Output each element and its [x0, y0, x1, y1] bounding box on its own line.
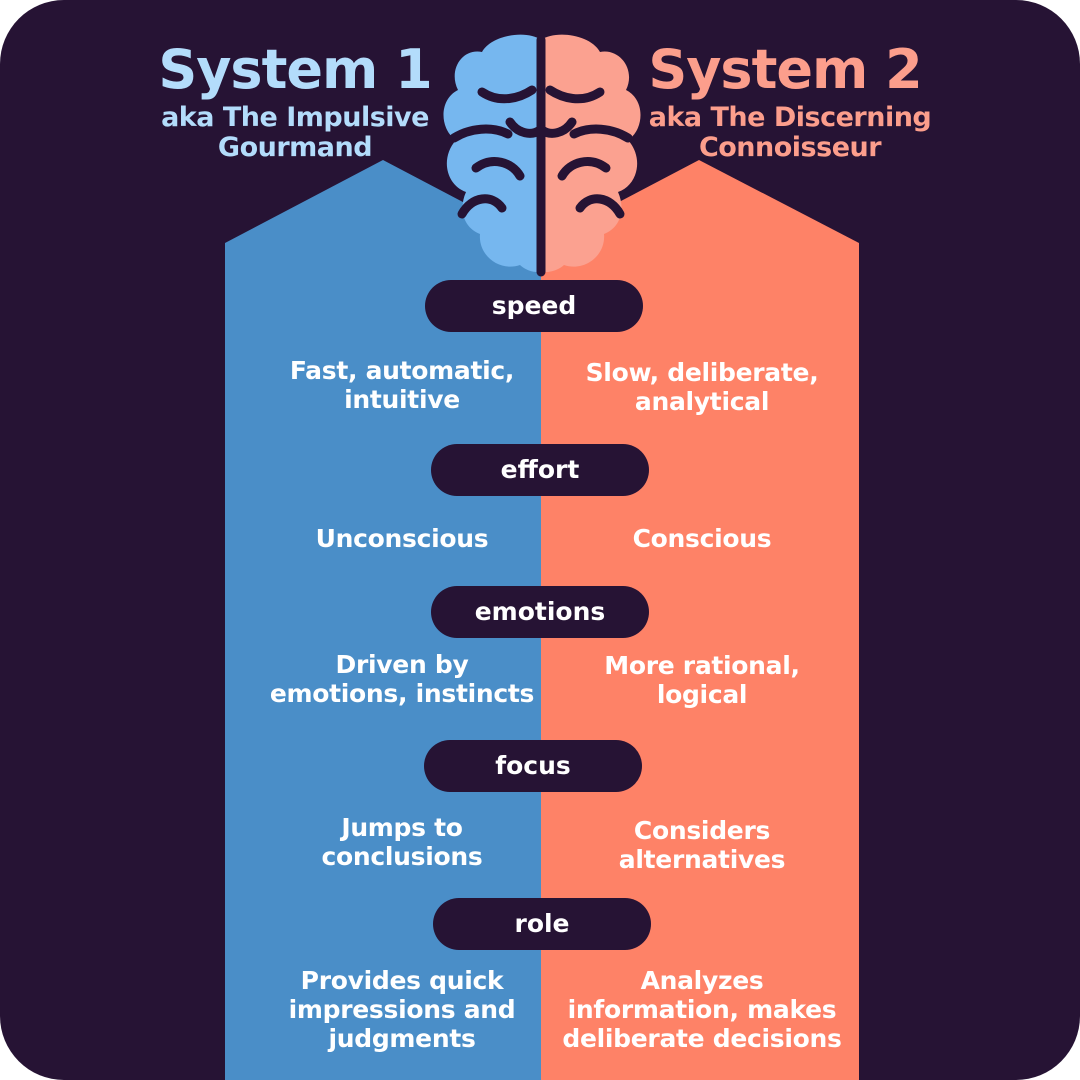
- system2-speed-text: Slow, deliberate, analytical: [552, 358, 852, 416]
- category-pill-speed: speed: [425, 280, 643, 332]
- system2-effort-text: Conscious: [552, 524, 852, 553]
- text-line: Provides quick: [300, 966, 504, 995]
- text-line: analytical: [634, 387, 770, 416]
- text-line: Analyzes: [640, 966, 764, 995]
- system1-column: [225, 160, 541, 1080]
- text-line: deliberate decisions: [562, 1024, 842, 1053]
- text-line: intuitive: [344, 385, 460, 414]
- text-line: More rational,: [604, 651, 800, 680]
- text-line: information, makes: [567, 995, 837, 1024]
- system1-speed-text: Fast, automatic, intuitive: [252, 356, 552, 414]
- system1-subtitle-line: aka The Impulsive: [161, 102, 429, 133]
- text-line: Jumps to: [341, 813, 463, 842]
- system1-subtitle-line: Gourmand: [217, 132, 373, 163]
- text-line: emotions, instincts: [269, 679, 535, 708]
- system2-subtitle-line: aka The Discerning: [648, 102, 932, 133]
- text-line: Fast, automatic,: [289, 356, 515, 385]
- system1-subtitle: aka The Impulsive Gourmand: [150, 103, 440, 163]
- text-line: Unconscious: [315, 524, 489, 553]
- text-line: alternatives: [618, 845, 786, 874]
- text-line: Driven by: [335, 650, 469, 679]
- text-line: Conscious: [632, 524, 772, 553]
- brain-icon: [443, 34, 641, 277]
- text-line: logical: [656, 680, 748, 709]
- text-line: Considers: [633, 816, 771, 845]
- system2-focus-text: Considers alternatives: [552, 816, 852, 874]
- category-pill-effort: effort: [431, 444, 649, 496]
- system2-subtitle-line: Connoisseur: [698, 132, 882, 163]
- system2-role-text: Analyzes information, makes deliberate d…: [552, 966, 852, 1053]
- text-line: judgments: [328, 1024, 476, 1053]
- category-pill-emotions: emotions: [431, 586, 649, 638]
- text-line: conclusions: [321, 842, 483, 871]
- system1-focus-text: Jumps to conclusions: [252, 813, 552, 871]
- text-line: impressions and: [288, 995, 516, 1024]
- system1-emotions-text: Driven by emotions, instincts: [252, 650, 552, 708]
- system1-title: System 1: [158, 38, 432, 101]
- system2-title: System 2: [648, 38, 922, 101]
- system2-emotions-text: More rational, logical: [552, 651, 852, 709]
- system1-role-text: Provides quick impressions and judgments: [252, 966, 552, 1053]
- system2-column: [541, 160, 859, 1080]
- text-line: Slow, deliberate,: [585, 358, 819, 387]
- system1-effort-text: Unconscious: [252, 524, 552, 553]
- category-pill-focus: focus: [424, 740, 642, 792]
- system2-subtitle: aka The Discerning Connoisseur: [640, 103, 940, 163]
- category-pill-role: role: [433, 898, 651, 950]
